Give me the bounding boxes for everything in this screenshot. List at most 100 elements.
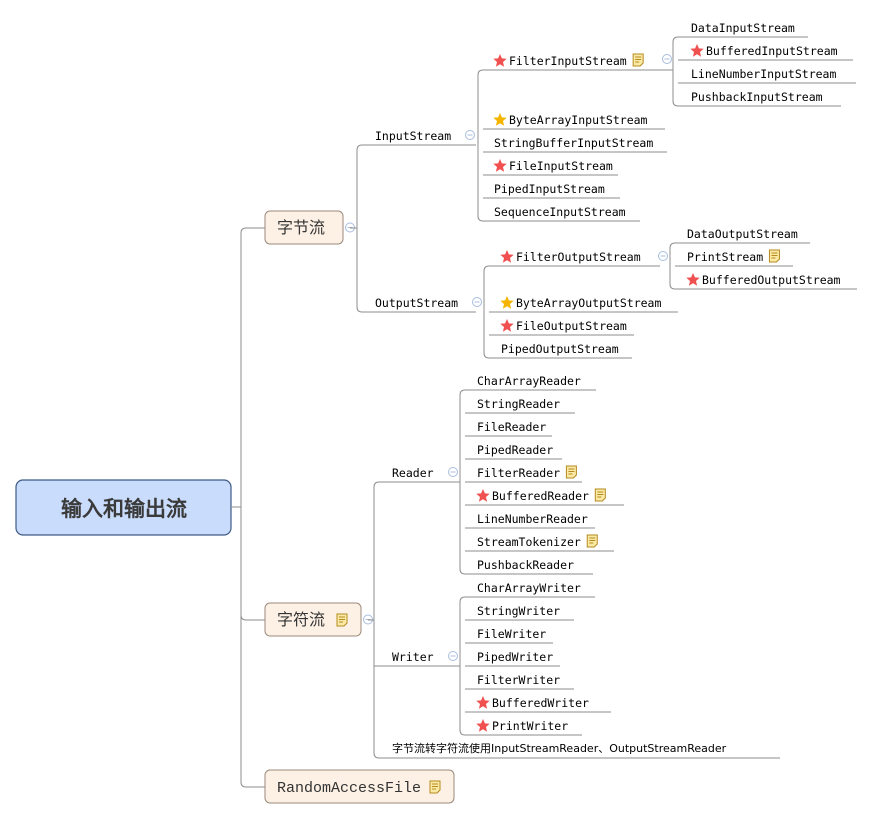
note-icon[interactable] [336,613,348,627]
topic-filterwriter[interactable]: FilterWriter [474,673,574,690]
connector-line [240,614,265,621]
topic-label: PushbackInputStream [691,90,823,104]
topic-label: 字节流转字符流使用InputStreamReader、OutputStreamR… [392,741,727,755]
topic-filereader[interactable]: FileReader [474,420,552,437]
topic-linenumberreader[interactable]: LineNumberReader [474,512,595,529]
topic-stringwriter[interactable]: StringWriter [474,604,574,621]
note-icon[interactable] [429,780,441,794]
topic-label: FileWriter [477,627,546,641]
topic-label: BufferedInputStream [706,44,838,58]
topic-bufferedoutputstream[interactable]: BufferedOutputStream [684,273,857,290]
root-topic[interactable]: 输入和输出流 [15,479,232,536]
topic-label: OutputStream [375,296,458,310]
topic-writer[interactable]: Writer [392,650,434,664]
topic-filewriter[interactable]: FileWriter [474,627,553,644]
topic-label: StreamTokenizer [477,535,581,549]
root-label: 输入和输出流 [61,496,187,521]
connector-line [477,69,484,76]
topic-pipedwriter[interactable]: PipedWriter [474,650,560,667]
topic-sequenceinputstream[interactable]: SequenceInputStream [491,205,640,222]
topic-inputstream[interactable]: InputStream [375,129,451,143]
topic-printstream[interactable]: PrintStream [684,249,793,267]
connector-line [483,271,490,359]
topic-label: PrintWriter [492,719,568,733]
topic-bufferedreader[interactable]: BufferedReader [474,488,624,506]
main-topic-label: 字节流 [277,218,325,237]
topic-stringreader[interactable]: StringReader [474,397,575,414]
note-icon[interactable] [586,534,598,548]
topic-label: ByteArrayInputStream [509,113,648,127]
topic-pushbackreader[interactable]: PushbackReader [474,558,593,575]
topic-filteroutputstream[interactable]: FilterOutputStream [498,250,660,267]
topic-label: FilterWriter [477,673,560,687]
connector-line [669,248,676,290]
topic-bytearrayinputstream[interactable]: ByteArrayInputStream [491,113,665,130]
note-icon[interactable] [768,249,780,263]
topic-datainputstream[interactable]: DataInputStream [688,21,808,38]
topic-label: LineNumberInputStream [691,67,836,81]
connector-line [240,227,265,234]
topic-label: BufferedWriter [492,696,589,710]
topic-label: FilterReader [477,466,560,480]
topic-label: FileInputStream [509,159,613,173]
topic-label: PipedReader [477,443,553,457]
topic-label: InputStream [375,129,451,143]
topic-label: FilterInputStream [509,54,627,68]
topic-label: LineNumberReader [477,512,588,526]
note-icon[interactable] [594,488,606,502]
topic-label: DataOutputStream [687,227,798,241]
collapse-toggle[interactable] [472,297,482,307]
topic-printwriter[interactable]: PrintWriter [474,719,582,736]
connector-line [459,389,466,396]
connector-line [672,36,679,43]
topic-bytearrayoutputstream[interactable]: ByteArrayOutputStream [498,296,678,313]
topic-pipedreader[interactable]: PipedReader [474,443,562,460]
topic-streamtokenizer[interactable]: StreamTokenizer [474,534,614,552]
topic-label: PrintStream [687,250,763,264]
topic-stringbufferinputstream[interactable]: StringBufferInputStream [491,136,667,153]
topic-filterreader[interactable]: FilterReader [474,465,582,483]
topic-pushbackinputstream[interactable]: PushbackInputStream [688,90,841,107]
star-red-icon [493,159,507,172]
topic-label: FilterOutputStream [516,250,641,264]
main-topic-2[interactable]: RandomAccessFile [264,769,455,804]
topic-outputstream[interactable]: OutputStream [375,296,458,310]
topic-pipedinputstream[interactable]: PipedInputStream [491,182,620,199]
connector-line [373,487,780,759]
collapse-toggle[interactable] [448,651,458,661]
topic-filterinputstream[interactable]: FilterInputStream [491,53,673,71]
topic-linenumberinputstream[interactable]: LineNumberInputStream [688,67,856,84]
star-orange-icon [493,113,507,126]
note-icon[interactable] [632,53,644,67]
topic-bufferedinputstream[interactable]: BufferedInputStream [688,44,853,61]
topic-label: FileReader [477,420,546,434]
topic-label: PipedWriter [477,650,553,664]
topic-chararraywriter[interactable]: CharArrayWriter [474,581,595,598]
star-red-icon [476,696,490,709]
star-red-icon [476,489,490,502]
note-icon[interactable] [565,465,577,479]
star-orange-icon [500,296,514,309]
topic-conversion-note[interactable]: 字节流转字符流使用InputStreamReader、OutputStreamR… [392,741,727,755]
topic-fileinputstream[interactable]: FileInputStream [491,159,618,176]
topic-label: StringReader [477,397,560,411]
star-red-icon [476,719,490,732]
collapse-toggle[interactable] [662,54,672,64]
connector-line [356,150,476,313]
collapse-toggle[interactable] [448,467,458,477]
topic-pipedoutputstream[interactable]: PipedOutputStream [498,342,632,359]
topic-fileoutputstream[interactable]: FileOutputStream [498,319,634,336]
topic-dataoutputstream[interactable]: DataOutputStream [684,227,810,244]
topic-label: StringWriter [477,604,560,618]
connector-line [373,481,460,488]
collapse-toggle[interactable] [658,251,668,261]
topic-reader[interactable]: Reader [392,466,434,480]
main-topic-1[interactable]: 字符流 [264,602,362,637]
collapse-toggle[interactable] [465,130,475,140]
topic-bufferedwriter[interactable]: BufferedWriter [474,696,611,713]
topic-label: StringBufferInputStream [494,136,653,150]
topic-chararrayreader[interactable]: CharArrayReader [474,374,596,391]
main-topic-0[interactable]: 字节流 [264,210,344,245]
connector-line [240,781,265,788]
